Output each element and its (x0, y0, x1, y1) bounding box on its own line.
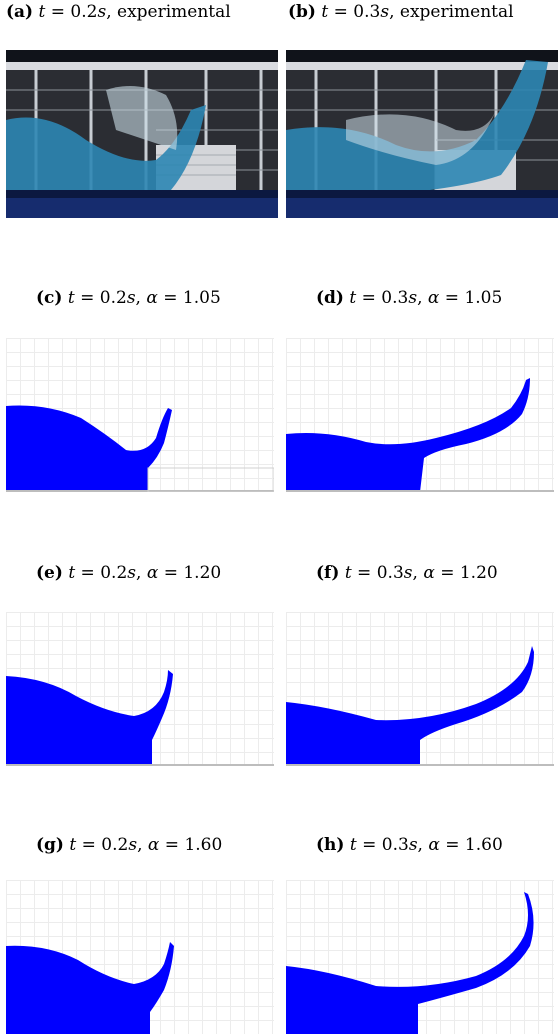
caption-b: (b) t = 0.3s, experimental (288, 2, 514, 22)
caption-d: (d) t = 0.3s, α = 1.05 (316, 288, 503, 308)
simulation-c (6, 338, 274, 492)
fluid-region (286, 646, 534, 766)
simulation-h (286, 880, 554, 1034)
caption-c: (c) t = 0.2s, α = 1.05 (36, 288, 221, 308)
simulation-d (286, 338, 554, 492)
fluid-region (6, 670, 173, 766)
caption-e: (e) t = 0.2s, α = 1.20 (36, 563, 222, 583)
caption-f: (f) t = 0.3s, α = 1.20 (316, 563, 498, 583)
fluid-region (6, 405, 172, 492)
caption-h: (h) t = 0.3s, α = 1.60 (316, 835, 503, 855)
fluid-region (6, 942, 174, 1034)
caption-g: (g) t = 0.2s, α = 1.60 (36, 835, 223, 855)
experimental-photo-a (6, 50, 278, 218)
experimental-photo-b (286, 50, 558, 218)
fluid-region (286, 892, 534, 1034)
caption-a: (a) t = 0.2s, experimental (6, 2, 231, 22)
fluid-region (286, 378, 530, 492)
simulation-g (6, 880, 274, 1034)
simulation-e (6, 612, 274, 766)
simulation-f (286, 612, 554, 766)
